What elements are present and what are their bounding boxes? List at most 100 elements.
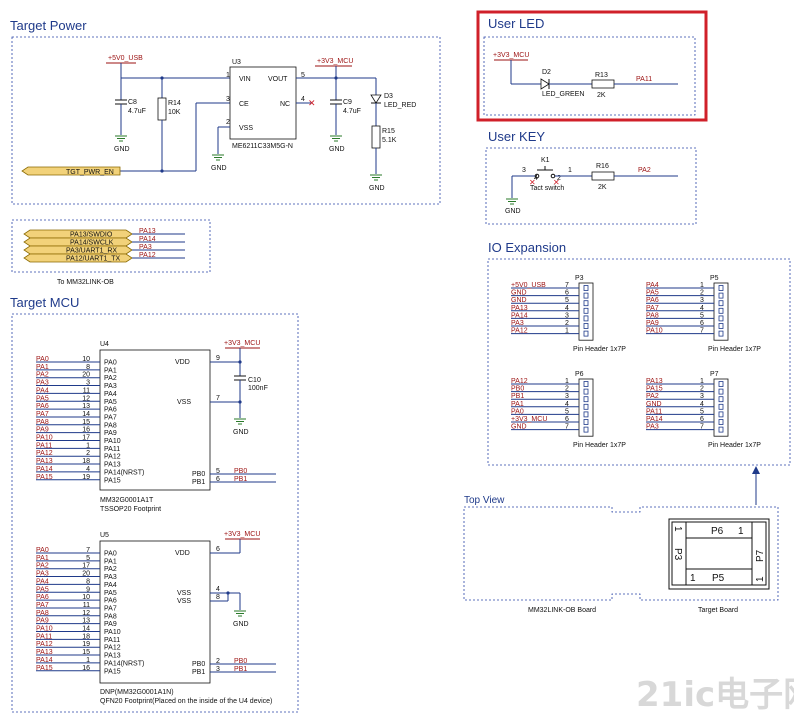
header-p6-ref: P6 [575,371,584,378]
u4-left-pin-name: PA2 [104,375,117,382]
u4-left-pin-num: 2 [86,450,90,457]
header-p3-pin-num: 5 [565,297,569,304]
header-p5-pin-num: 7 [700,328,704,335]
u4-footprint: TSSOP20 Footprint [100,506,161,513]
u5-net-pb1: PB1 [234,666,247,673]
u4-pb0: PB0 [192,471,205,478]
header-p3-net: PA13 [511,305,528,312]
header-p5-net: PA8 [646,312,659,319]
header-p6-pin-num: 6 [565,416,569,423]
u4-left-pin-name: PA12 [104,454,121,461]
r13-value: 2K [597,92,606,99]
swd-label-0: PA13/SWDIO [70,232,113,239]
swd-label-2: PA3/UART1_RX [66,248,117,255]
u4-left-net: PA12 [36,450,53,457]
header-p3-net: PA12 [511,328,528,335]
header-p6-body [578,378,594,437]
header-p7-caption: Pin Header 1x7P [708,442,761,449]
section-title-top-view: Top View [464,495,505,506]
io-expansion-frame [487,258,791,466]
u5-left-pin-name: PA8 [104,613,117,620]
u5-left-net: PA10 [36,626,53,633]
topview-p7-box [751,521,767,586]
u5-left-net: PA8 [36,610,49,617]
u4-left-pin-num: 4 [86,466,90,473]
header-p5-ref: P5 [710,275,719,282]
r14-value: 10K [168,109,181,116]
swd-frame [11,219,211,273]
u3-ref: U3 [232,59,241,66]
header-p5-pin-socket [718,307,724,314]
topview-p5-pin1: 1 [690,573,696,584]
topview-p6-pin1: 1 [738,526,744,537]
k1-pin-4: 4 [534,175,538,182]
key-gnd-label: GND [505,208,521,215]
header-p7-net: PA2 [646,393,659,400]
section-title-user-key: User KEY [488,129,545,144]
header-p6-pin-socket [583,381,589,387]
header-p7-pin-num: 7 [700,424,704,431]
header-p7-ref: P7 [710,371,719,378]
u4-ref: U4 [100,341,109,348]
u4-left-pin-name: PA15 [104,477,121,484]
tgt-pwr-en-label: TGT_PWR_EN [66,169,114,176]
u5-left-pin-num: 20 [82,571,90,578]
header-p5-pin-num: 3 [700,297,704,304]
u3-body [229,66,297,140]
d2-ref: D2 [542,69,551,76]
u5-left-net: PA2 [36,563,49,570]
user-led-frame [483,36,696,116]
u4-vss: VSS [177,399,191,406]
u5-left-pin-name: PA9 [104,621,117,628]
u5-left-pin-num: 10 [82,594,90,601]
svg-text:✕: ✕ [553,178,560,187]
header-p7-pin-num: 3 [700,393,704,400]
header-p6-net: PA1 [511,401,524,408]
c10-value: 100nF [248,385,268,392]
header-p3-pin-num: 7 [565,282,569,289]
swd-label-1: PA14/SWCLK [70,240,114,247]
header-p3-pin-num: 4 [565,305,569,312]
u3-pin-num-vout: 5 [301,72,305,79]
u5-vdd: VDD [175,550,190,557]
k1-pin-3: 3 [522,167,526,174]
header-p3-net: +5V0_USB [511,282,546,289]
u5-vss-b: VSS [177,598,191,605]
r13-ref: R13 [595,72,608,79]
u5-gnd-label: GND [233,621,249,628]
r15-gnd-label: GND [369,185,385,192]
u4-pb0-num: 5 [216,468,220,475]
key-net-pa2: PA2 [638,167,651,174]
u5-footprint: QFN20 Footprint(Placed on the inside of … [100,698,272,705]
header-p6-pin-socket [583,396,589,403]
header-p7-pin-num: 5 [700,408,704,415]
header-p3-pin-num: 3 [565,312,569,319]
net-3v3-power: +3V3_MCU [317,58,353,65]
u4-left-pin-num: 11 [83,387,90,394]
u5-left-net: PA11 [36,633,52,640]
r14-ref: R14 [168,100,181,107]
u4-left-pin-name: PA9 [104,430,117,437]
header-p7-pin-socket [718,403,724,410]
u3-gnd-label: GND [211,165,227,172]
u5-left-pin-num: 18 [82,633,90,640]
u4-left-pin-name: PA1 [104,367,117,374]
c8-ref: C8 [128,99,137,106]
u5-pb1: PB1 [192,669,205,676]
u5-net-pb0: PB0 [234,658,247,665]
c9-gnd-label: GND [329,146,345,153]
header-p6-net: PB1 [511,393,524,400]
header-p3-pin-socket [583,300,589,307]
u5-left-net: PA9 [36,618,49,625]
u4-body [99,349,211,491]
u4-pb1-num: 6 [216,476,220,483]
u3-pin-num-vss: 2 [226,119,230,126]
header-p6-pin-socket [583,411,589,418]
u4-left-pin-num: 20 [82,372,90,379]
led-net-3v3: +3V3_MCU [493,52,529,59]
section-title-io-expansion: IO Expansion [488,240,566,255]
header-p5-pin-socket [718,285,724,291]
header-p7-pin-num: 4 [700,401,704,408]
